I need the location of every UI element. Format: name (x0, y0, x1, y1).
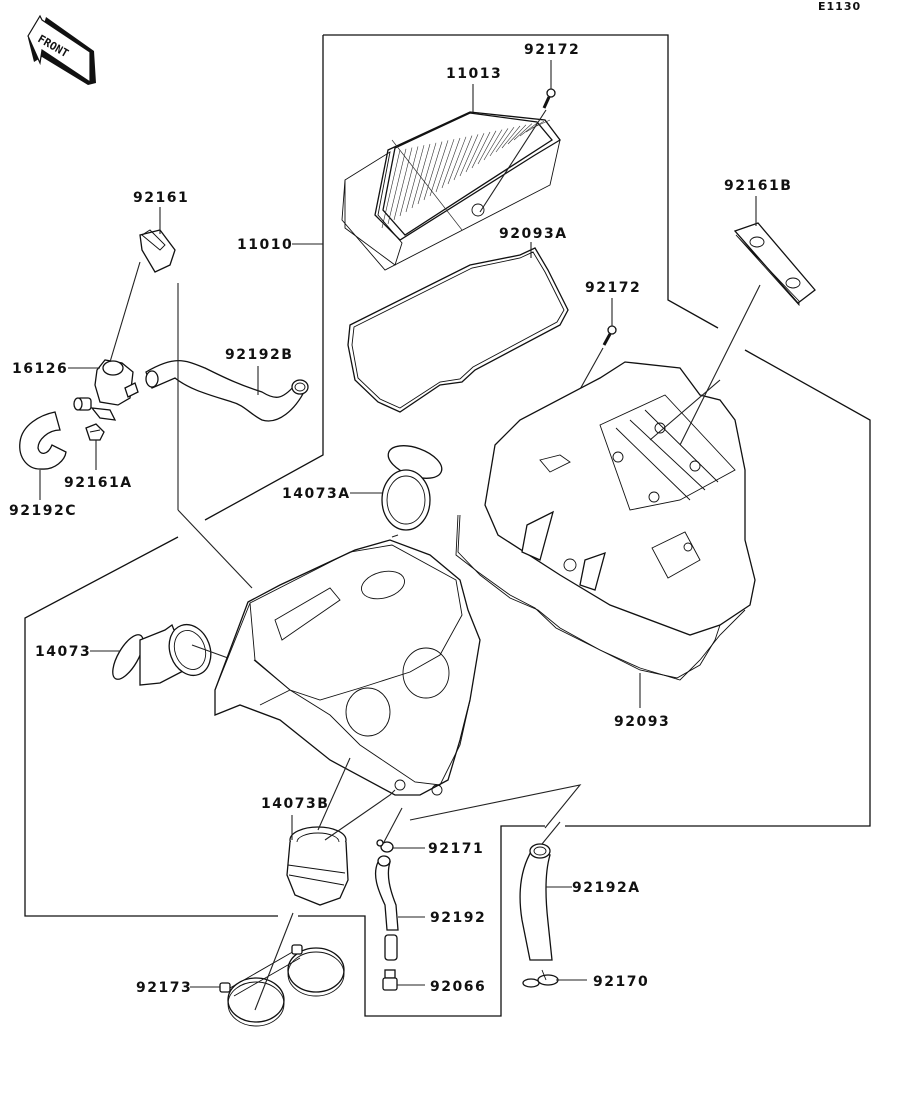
filter-hatch-line (513, 123, 533, 141)
filter-hatch-line (459, 134, 479, 177)
label-92192c: 92192C (9, 503, 77, 519)
filter-hatch-line (447, 136, 467, 185)
label-92093a: 92093A (499, 226, 568, 242)
label-92172-upper: 92172 (524, 42, 580, 58)
lower-housing (214, 539, 481, 796)
filter-hatch-line (405, 145, 425, 213)
leader-lines (39, 60, 761, 988)
clamp-bands (219, 912, 345, 1027)
hose-92192c (19, 411, 67, 470)
seal-lower (455, 514, 721, 708)
filter-hatch-line (483, 129, 503, 161)
plug-92066 (382, 969, 398, 991)
filter-hatch-line (489, 128, 509, 157)
filter-hatch-line (519, 122, 539, 137)
front-arrow-icon: FRONT (27, 14, 96, 85)
filter-hatch-line (441, 137, 461, 189)
filter-hatch-line (495, 127, 515, 153)
diagram-code: E1130 (818, 0, 861, 13)
screw-upper (479, 88, 556, 213)
filter-hatch-line (381, 149, 401, 229)
filter-hatch-line (387, 148, 407, 225)
duct-14073a (381, 445, 443, 538)
filter-hatch-line (399, 146, 419, 217)
label-11010: 11010 (237, 237, 293, 253)
label-92066: 92066 (430, 979, 486, 995)
label-92173: 92173 (136, 980, 192, 996)
label-92171: 92171 (428, 841, 484, 857)
hose-92192a (519, 821, 561, 961)
small-clamp-92171 (376, 784, 582, 853)
label-92192a: 92192A (572, 880, 641, 896)
duct-14073b (286, 757, 396, 906)
label-92161a: 92161A (64, 475, 133, 491)
damper-plate (733, 222, 816, 307)
filter-hatch-line (417, 142, 437, 205)
label-92192b: 92192B (225, 347, 293, 363)
label-92192: 92192 (430, 910, 486, 926)
assembly-bracket-lines (24, 34, 871, 1017)
filter-hatch-line (393, 147, 413, 221)
filter-hatch-line (465, 133, 485, 173)
upper-housing (457, 361, 756, 681)
filter-hatch-line (453, 135, 473, 181)
label-14073: 14073 (35, 644, 91, 660)
hose-92192b (145, 360, 309, 422)
clamp-92170 (522, 969, 559, 988)
valve (73, 261, 141, 421)
label-92172-lower: 92172 (585, 280, 641, 296)
filter-hatch-line (501, 125, 521, 149)
label-92161b: 92161B (724, 178, 792, 194)
filter-hatch-line (423, 141, 443, 201)
seal-upper (347, 247, 569, 413)
label-14073b: 14073B (261, 796, 329, 812)
hose-92192 (374, 855, 399, 961)
filter-hatch-line (471, 131, 491, 169)
label-92170: 92170 (593, 974, 649, 990)
filter-hatch-line (429, 140, 449, 197)
label-11013: 11013 (446, 66, 502, 82)
label-16126: 16126 (12, 361, 68, 377)
filter-hatch-line (411, 143, 431, 209)
label-14073a: 14073A (282, 486, 351, 502)
damper (139, 207, 176, 273)
damper-block (85, 423, 105, 470)
air-filter-element (341, 111, 561, 271)
filter-hatch-line (477, 130, 497, 165)
filter-hatch-line (507, 124, 527, 145)
label-92161: 92161 (133, 190, 189, 206)
duct-14073 (112, 623, 229, 686)
label-92093: 92093 (614, 714, 670, 730)
filter-hatch-line (435, 139, 455, 193)
